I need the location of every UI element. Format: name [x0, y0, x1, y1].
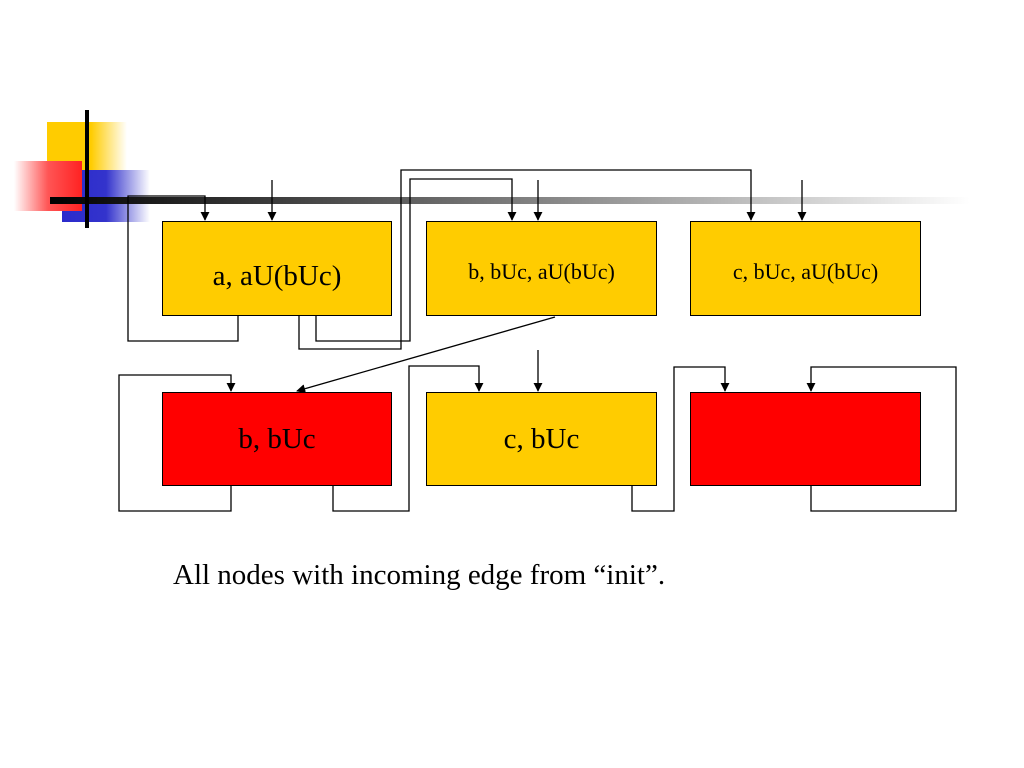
node-label: c, bUc	[503, 423, 580, 455]
node-n4: b, bUc	[162, 392, 392, 486]
edge-n4-n5	[332, 365, 484, 512]
edge-n5-n6	[631, 366, 730, 512]
edge-n1-self	[127, 195, 239, 342]
node-n6	[690, 392, 921, 486]
node-n5: c, bUc	[426, 392, 657, 486]
node-n2: b, bUc, aU(bUc)	[426, 221, 657, 316]
edge-n6-self	[806, 366, 957, 512]
deco-horizontal-line	[50, 197, 970, 204]
node-label: b, bUc, aU(bUc)	[468, 259, 615, 284]
node-n3: c, bUc, aU(bUc)	[690, 221, 921, 316]
edge-n2-n4	[296, 316, 556, 394]
edge-n4-self	[118, 374, 236, 512]
node-label: c, bUc, aU(bUc)	[732, 259, 879, 284]
caption: All nodes with incoming edge from “init”…	[173, 559, 666, 591]
deco-vertical-line	[85, 110, 89, 228]
node-n1: a, aU(bUc)	[162, 221, 392, 316]
node-label: b, bUc	[238, 423, 316, 455]
edge-n1-n2	[315, 178, 517, 342]
edge-n1-n3	[298, 169, 756, 350]
node-label: a, aU(bUc)	[212, 260, 342, 292]
